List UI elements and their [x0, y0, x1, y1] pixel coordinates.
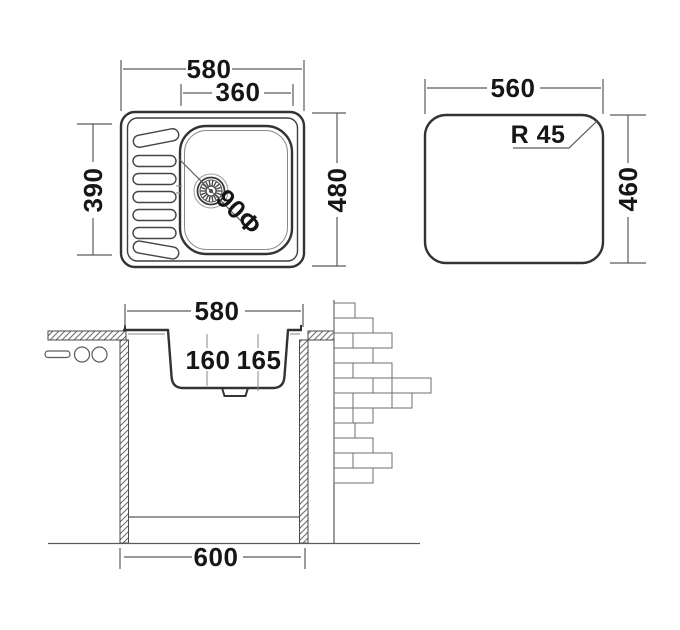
plan-dim-580: 580	[120, 54, 305, 111]
cutout-view: 560 460 R 45	[423, 73, 646, 265]
countertop-left	[47, 330, 127, 341]
section-dim-165: 165	[237, 334, 282, 391]
drain-flange	[221, 387, 249, 397]
brick	[352, 392, 393, 409]
plan-sink-rim	[126, 117, 299, 262]
section-view: 160 165 580	[44, 296, 432, 572]
brick	[352, 407, 374, 424]
front-panel-detail	[44, 346, 108, 363]
brick	[352, 362, 393, 379]
cutout-radius-callout: R 45	[511, 120, 598, 149]
cabinet-wall-left	[119, 339, 129, 544]
drainboard-rib	[132, 190, 177, 204]
brick	[391, 377, 432, 394]
plan-dim-480-label: 480	[322, 168, 352, 213]
drainboard-rib	[132, 128, 180, 148]
strainer-spoke	[200, 192, 207, 196]
cutout-dim-560-label: 560	[491, 73, 536, 103]
brick	[333, 317, 374, 334]
strainer-spoke	[200, 186, 207, 190]
strainer-spoke	[208, 196, 211, 202]
section-dim-160: 160	[186, 334, 231, 386]
brick	[333, 437, 374, 454]
cutout-dim-560: 560	[424, 73, 604, 114]
brick	[333, 302, 356, 319]
plan-sink-outline	[119, 110, 306, 269]
cutout-dim-460: 460	[610, 114, 646, 264]
brick	[333, 362, 354, 379]
section-dim-600: 600	[119, 542, 306, 572]
strainer-spoke	[215, 186, 222, 190]
brick-wall-pattern	[333, 302, 432, 484]
section-dim-165-label: 165	[237, 345, 282, 375]
strainer-spokes	[200, 180, 222, 202]
plan-dim-360-label: 360	[216, 77, 261, 107]
cutout-dim-460-label: 460	[613, 167, 643, 212]
brick	[333, 377, 374, 394]
brick	[333, 422, 356, 439]
plan-bowl-outline	[178, 124, 294, 256]
drain-leader-line	[178, 158, 252, 232]
strainer-spoke	[205, 195, 209, 201]
drawer-handle	[44, 350, 71, 359]
countertop-right	[307, 330, 335, 341]
brick	[333, 332, 354, 349]
plan-dim-580-label: 580	[187, 54, 232, 84]
knob-right	[91, 346, 108, 363]
plan-dim-480: 480	[312, 112, 352, 267]
brick	[352, 452, 393, 469]
brick	[352, 332, 393, 349]
strainer-spoke	[205, 181, 209, 187]
cutout-outline	[423, 113, 605, 265]
cutout-radius-label: R 45	[511, 121, 566, 149]
plan-dim-390-label: 390	[78, 168, 108, 213]
strainer-spoke	[211, 180, 214, 186]
drainboard-ribs	[132, 128, 180, 260]
strainer-spoke	[213, 181, 217, 187]
plan-bowl-inner-line	[184, 130, 288, 250]
brick	[333, 467, 374, 484]
brick	[391, 392, 413, 409]
strainer-spoke	[211, 196, 214, 202]
plan-dim-360: 360	[180, 77, 294, 107]
drainboard-rib	[132, 208, 177, 222]
strainer-spoke	[208, 180, 211, 186]
brick	[333, 407, 354, 424]
drain-symbol	[193, 173, 229, 209]
knob-left	[73, 346, 91, 363]
drainboard-rib	[132, 172, 177, 186]
strainer-spoke	[202, 194, 208, 199]
strainer-spoke	[215, 192, 222, 196]
drainboard-rib	[132, 226, 177, 240]
brick	[372, 377, 393, 394]
section-dim-160-label: 160	[186, 345, 231, 375]
brick	[333, 347, 374, 364]
brick	[333, 452, 354, 469]
section-dim-600-label: 600	[194, 542, 239, 572]
plan-bowl-edge-marks	[176, 185, 182, 194]
brick	[333, 392, 354, 409]
strainer-spoke	[214, 183, 220, 188]
section-dim-580-label: 580	[195, 296, 240, 326]
strainer-spoke	[213, 195, 217, 201]
plan-view: 580 360 390 480 90Φ	[77, 54, 352, 269]
cabinet-wall-right	[299, 339, 309, 544]
section-dim-580: 580	[124, 296, 304, 327]
drainboard-rib	[132, 154, 177, 168]
plan-dim-390: 390	[77, 123, 112, 256]
drainboard-rib	[132, 240, 180, 260]
drain-diameter-label: 90Φ	[210, 183, 268, 241]
